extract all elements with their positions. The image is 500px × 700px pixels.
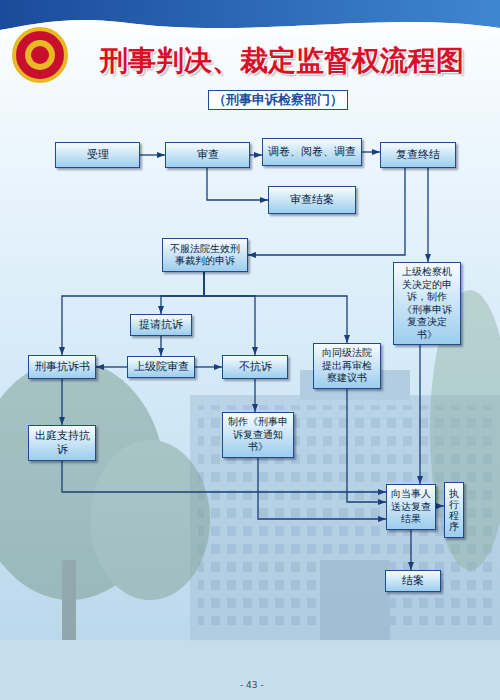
process-box: 结案 [385, 570, 441, 592]
box-text: 调卷、阅卷、调查 [268, 145, 356, 159]
box-text: 结案 [402, 574, 424, 588]
process-box: 刑事抗诉书 [28, 355, 96, 379]
box-text: 复查终结 [396, 148, 440, 162]
box-text: 不服法院生效刑事裁判的申诉 [167, 243, 243, 268]
process-box: 制作《刑事申诉复查通知书》 [222, 412, 294, 458]
process-box: 提请抗诉 [130, 314, 192, 336]
process-box: 不服法院生效刑事裁判的申诉 [162, 238, 248, 272]
flow-arrow [248, 168, 405, 255]
flow-arrow [436, 505, 444, 506]
box-text: 刑事抗诉书 [35, 360, 90, 374]
process-box: 不抗诉 [222, 355, 288, 379]
box-text: 出庭支持抗诉 [33, 429, 91, 457]
process-box: 执行程序 [444, 482, 464, 538]
flow-arrow [140, 154, 165, 155]
flow-arrow [347, 389, 386, 502]
poster-title: 刑事判决、裁定监督权流程图 [100, 42, 464, 80]
box-text: 审查结案 [290, 193, 334, 207]
flow-arrow [204, 272, 255, 355]
box-text: 审查 [197, 148, 219, 162]
box-text: 制作《刑事申诉复查通知书》 [227, 416, 289, 454]
flow-arrow [410, 530, 411, 570]
process-box: 审查结案 [268, 186, 356, 214]
process-box: 复查终结 [380, 142, 456, 168]
box-text: 提请抗诉 [139, 318, 183, 332]
process-box: 向同级法院提出再审检察建议书 [313, 343, 381, 389]
box-text: 向同级法院提出再审检察建议书 [318, 347, 376, 385]
flow-arrow [254, 379, 255, 412]
box-text: 上级院审查 [134, 360, 189, 374]
flow-arrow [207, 168, 268, 200]
flow-arrow [258, 458, 386, 519]
flow-arrow [61, 379, 62, 425]
box-text: 上级检察机关决定的申诉，制作《刑事申诉复查决定书》 [398, 266, 456, 341]
box-text: 向当事人送达复查结果 [391, 488, 431, 526]
flow-arrow [62, 272, 204, 355]
process-box: 向当事人送达复查结果 [386, 484, 436, 530]
box-text: 不抗诉 [239, 360, 272, 374]
process-box: 审查 [165, 142, 250, 168]
flow-arrow [427, 168, 428, 262]
flow-arrow [204, 272, 347, 343]
flow-arrow [419, 345, 420, 484]
box-text: 执行程序 [449, 488, 459, 532]
flow-arrow [96, 366, 127, 367]
process-box: 调卷、阅卷、调查 [262, 138, 362, 166]
process-box: 上级院审查 [127, 356, 195, 378]
process-box: 出庭支持抗诉 [28, 425, 96, 461]
flow-arrow [160, 336, 161, 356]
box-text: 受理 [87, 148, 109, 162]
flow-arrow [195, 366, 222, 367]
flow-arrow [362, 151, 380, 152]
flow-arrow [250, 154, 262, 155]
page-number: - 43 - [236, 680, 268, 690]
process-box: 受理 [55, 142, 140, 168]
flow-arrow [161, 272, 204, 314]
subtitle: （刑事申诉检察部门） [208, 90, 348, 110]
process-box: 上级检察机关决定的申诉，制作《刑事申诉复查决定书》 [393, 262, 461, 345]
flow-arrow [62, 461, 386, 492]
